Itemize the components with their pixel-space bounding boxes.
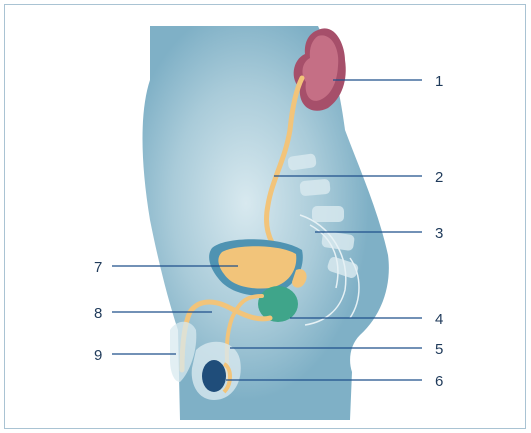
label-7: 7 bbox=[94, 259, 102, 276]
label-6: 6 bbox=[435, 373, 443, 390]
testis bbox=[202, 360, 226, 392]
label-9: 9 bbox=[94, 347, 102, 364]
label-8: 8 bbox=[94, 305, 102, 322]
label-3: 3 bbox=[435, 225, 443, 242]
label-4: 4 bbox=[435, 311, 443, 328]
label-1: 1 bbox=[435, 73, 443, 90]
label-2: 2 bbox=[435, 169, 443, 186]
label-5: 5 bbox=[435, 341, 443, 358]
